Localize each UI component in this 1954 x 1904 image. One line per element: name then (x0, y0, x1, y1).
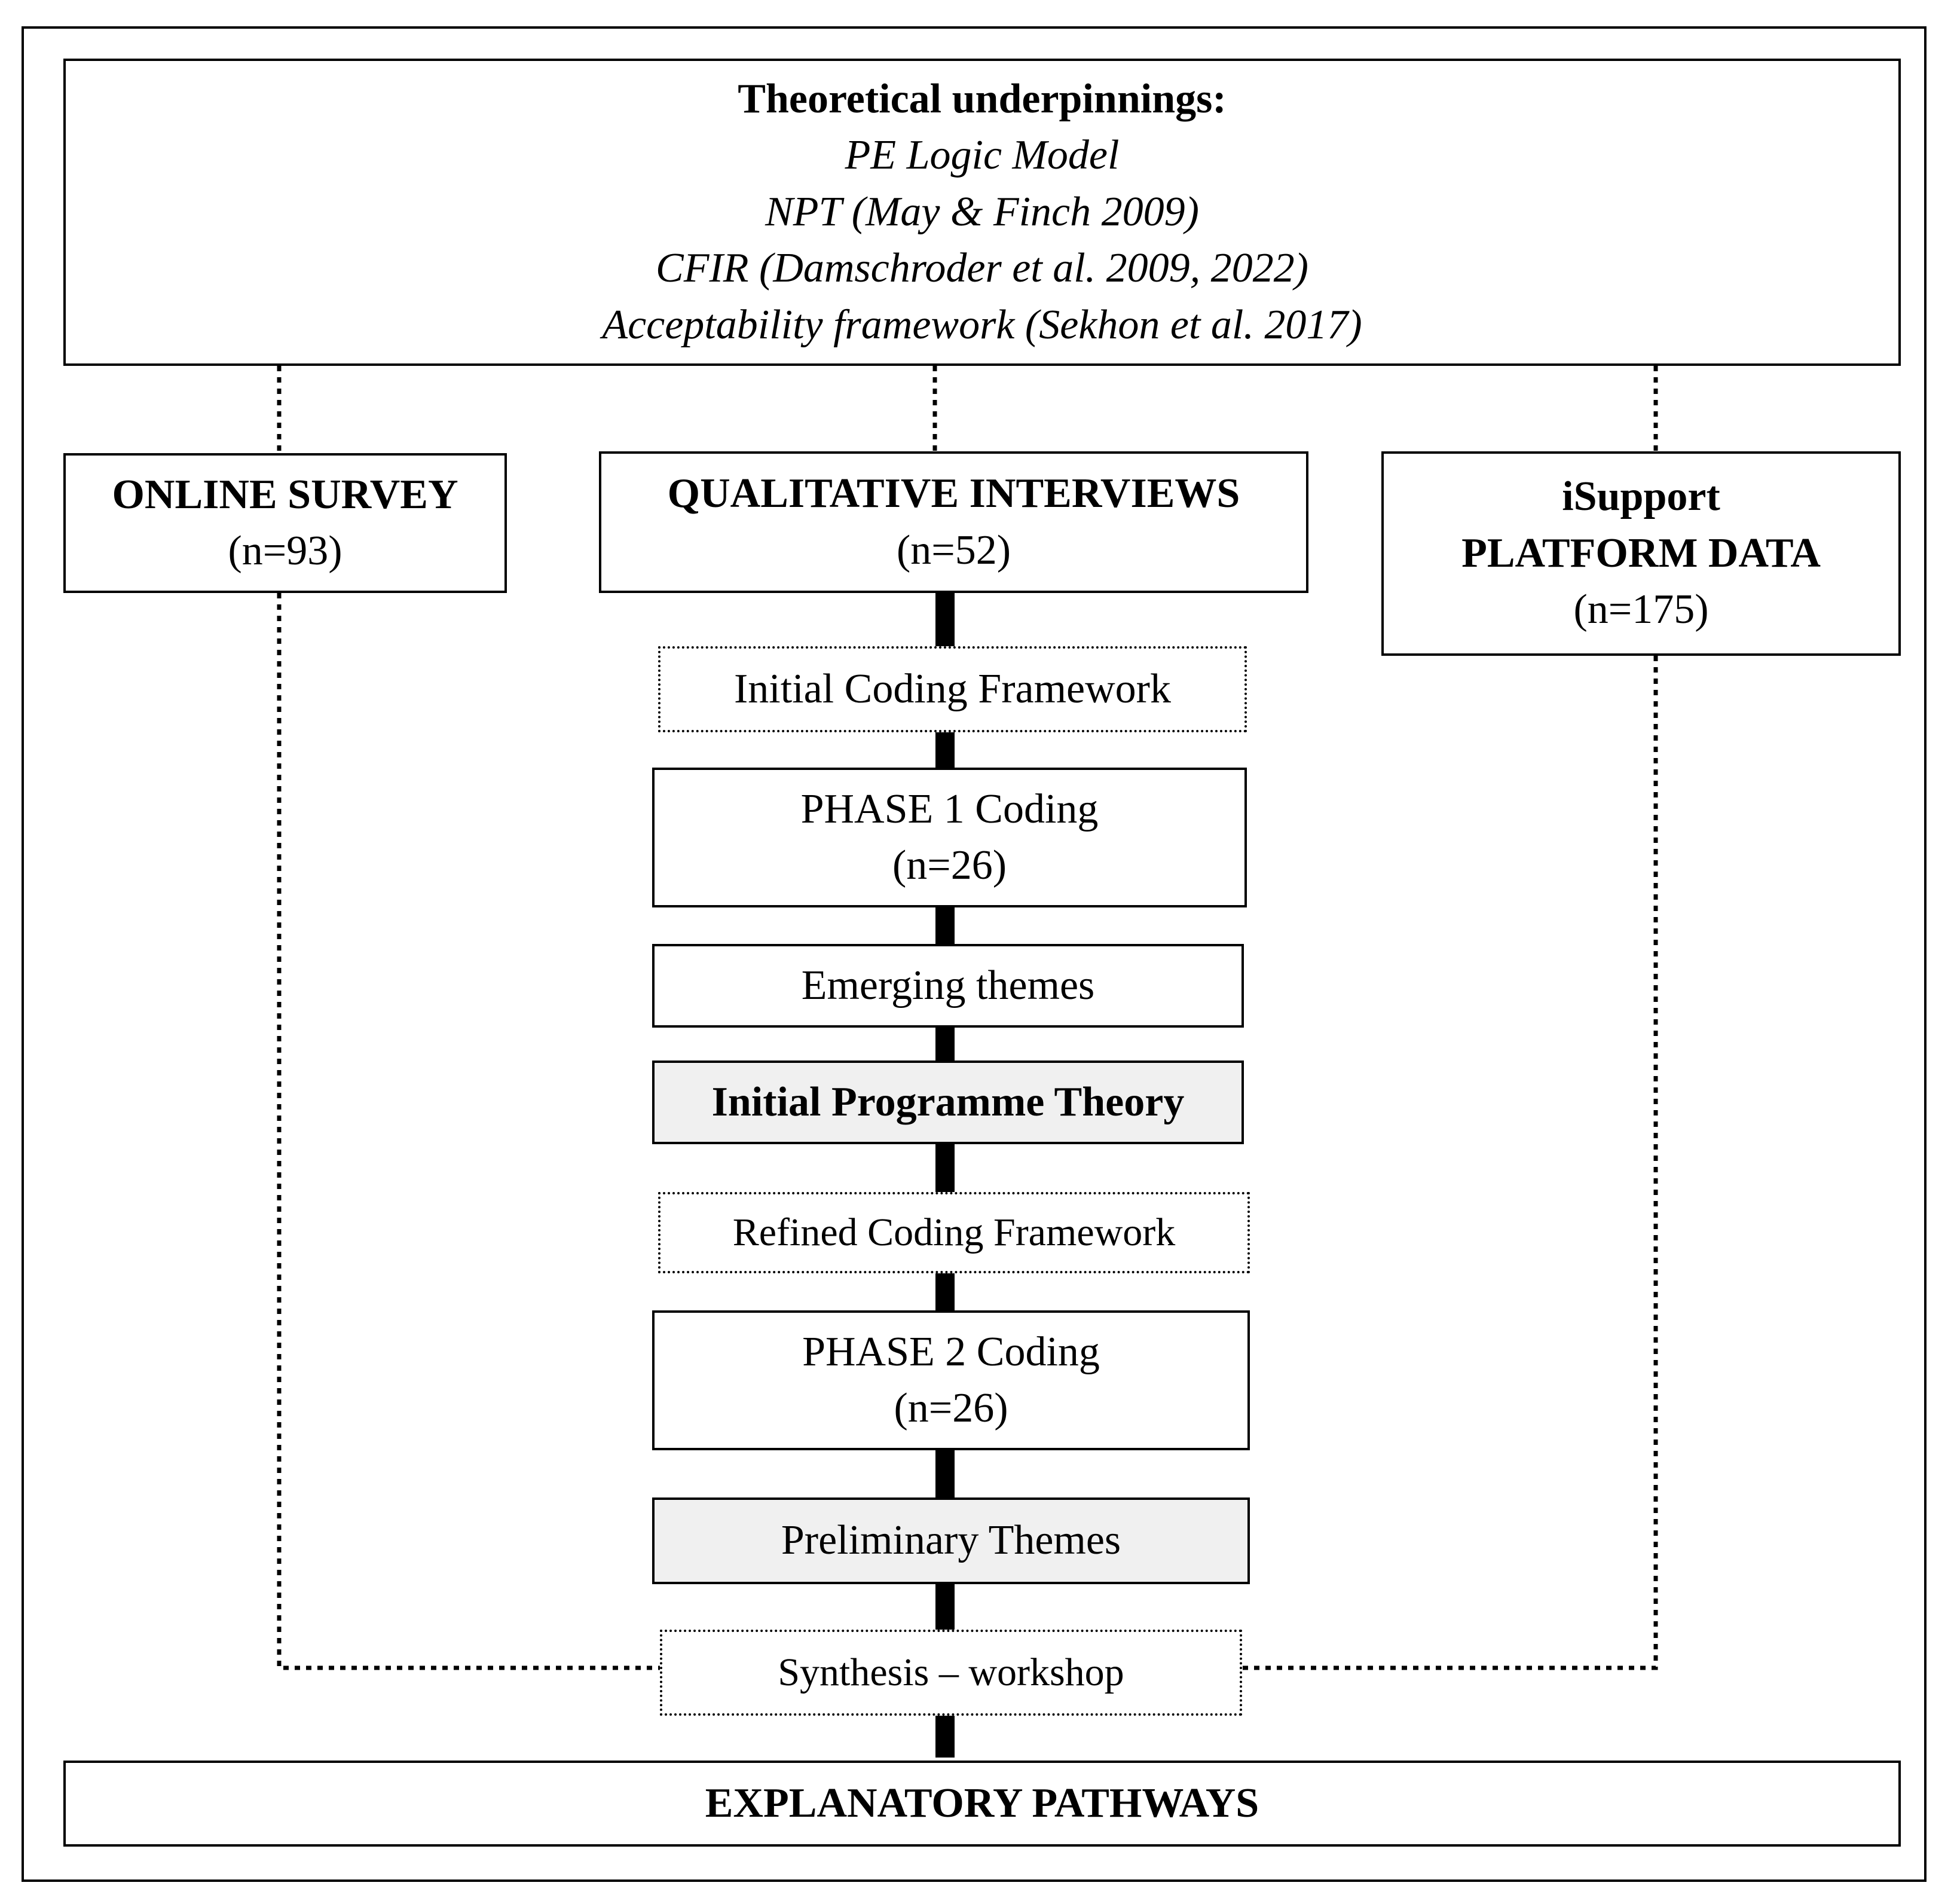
initial-programme-theory-box: Initial Programme Theory (652, 1061, 1244, 1144)
refined-coding-framework-box: Refined Coding Framework (658, 1192, 1250, 1273)
platform-data-box: iSupport PLATFORM DATA (n=175) (1381, 451, 1901, 656)
platform-data-count: (n=175) (1573, 586, 1709, 633)
qualitative-interviews-count: (n=52) (896, 527, 1011, 573)
theory-heading: Theoretical underpinnings: (738, 75, 1227, 122)
online-survey-box: ONLINE SURVEY (n=93) (63, 453, 507, 593)
theory-item: CFIR (Damschroder et al. 2009, 2022) (656, 245, 1308, 292)
platform-data-title: PLATFORM DATA (1461, 530, 1821, 576)
phase2-coding-count: (n=26) (894, 1385, 1008, 1431)
phase1-coding-count: (n=26) (892, 842, 1007, 888)
initial-programme-theory-label: Initial Programme Theory (711, 1078, 1185, 1125)
connector-survey-synthesis (277, 593, 660, 1670)
theory-item: NPT (May & Finch 2009) (765, 188, 1199, 235)
phase2-coding-box: PHASE 2 Coding (n=26) (652, 1310, 1250, 1450)
initial-coding-framework-label: Initial Coding Framework (733, 665, 1171, 712)
emerging-themes-box: Emerging themes (652, 944, 1244, 1028)
qualitative-interviews-title: QUALITATIVE INTERVIEWS (667, 470, 1240, 517)
outer-frame (22, 26, 1927, 1882)
emerging-themes-label: Emerging themes (801, 962, 1095, 1008)
platform-data-title: iSupport (1562, 473, 1720, 520)
preliminary-themes-label: Preliminary Themes (781, 1517, 1121, 1564)
phase1-coding-box: PHASE 1 Coding (n=26) (652, 768, 1247, 907)
synthesis-workshop-label: Synthesis – workshop (778, 1651, 1124, 1695)
online-survey-title: ONLINE SURVEY (112, 471, 458, 518)
connector-platform-synthesis (1242, 656, 1658, 1670)
preliminary-themes-box: Preliminary Themes (652, 1497, 1250, 1584)
theory-item: PE Logic Model (845, 132, 1120, 179)
synthesis-workshop-box: Synthesis – workshop (660, 1630, 1242, 1716)
refined-coding-framework-label: Refined Coding Framework (732, 1211, 1176, 1255)
qualitative-interviews-box: QUALITATIVE INTERVIEWS (n=52) (599, 451, 1308, 593)
theory-box: Theoretical underpinnings: PE Logic Mode… (63, 59, 1901, 366)
explanatory-pathways-label: EXPLANATORY PATHWAYS (705, 1780, 1259, 1826)
initial-coding-framework-box: Initial Coding Framework (658, 646, 1247, 732)
online-survey-count: (n=93) (228, 528, 343, 574)
phase1-coding-title: PHASE 1 Coding (800, 786, 1099, 832)
theory-item: Acceptability framework (Sekhon et al. 2… (602, 301, 1362, 348)
phase2-coding-title: PHASE 2 Coding (802, 1328, 1100, 1375)
explanatory-pathways-box: EXPLANATORY PATHWAYS (63, 1761, 1901, 1847)
